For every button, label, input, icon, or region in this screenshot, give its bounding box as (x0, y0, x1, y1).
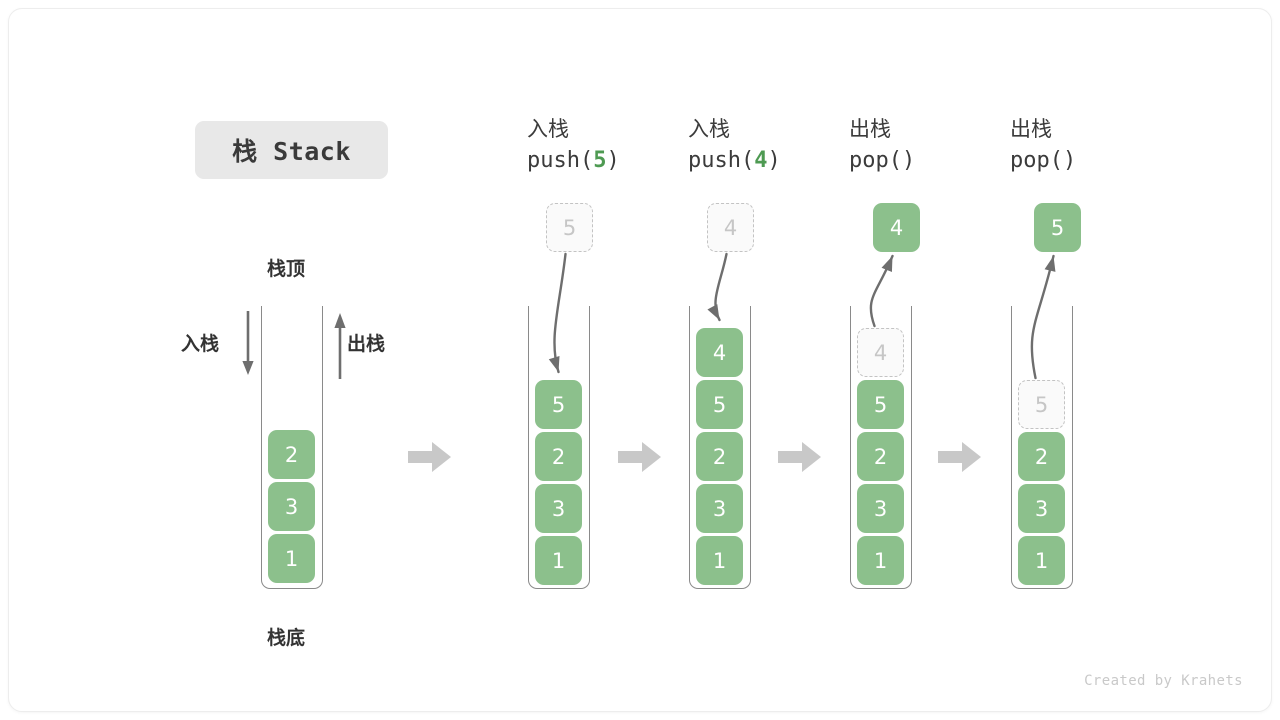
column-header-cn: 入栈 (688, 117, 730, 141)
stack-cell: 1 (1018, 536, 1065, 585)
column-header-cn: 出栈 (849, 117, 891, 141)
column-header-4: 出栈 pop() (1010, 115, 1200, 176)
stack-cell-ghost: 4 (857, 328, 904, 377)
code-suffix: ) (901, 147, 916, 173)
stack-cell-ghost: 5 (1018, 380, 1065, 429)
code-suffix: ) (1062, 147, 1077, 173)
stack-cell: 2 (857, 432, 904, 481)
code-argument: 5 (593, 147, 607, 173)
column-header-3: 出栈 pop() (849, 115, 1039, 176)
stack-cell: 1 (696, 536, 743, 585)
stack-top-label: 栈顶 (267, 258, 306, 280)
stack-cell: 1 (535, 536, 582, 585)
flow-arrow-icon-1 (408, 442, 451, 472)
stack-cell: 3 (1018, 484, 1065, 533)
column-header-2: 入栈 push(4) (688, 115, 878, 176)
flow-arrow-icon-2 (618, 442, 661, 472)
stack-cell: 2 (1018, 432, 1065, 481)
column-header-cn: 出栈 (1010, 117, 1052, 141)
stack-cell: 5 (857, 380, 904, 429)
popped-value-box: 5 (1034, 203, 1081, 252)
incoming-value-box: 4 (707, 203, 754, 252)
flow-arrow-icon-4 (938, 442, 981, 472)
stack-cell: 1 (857, 536, 904, 585)
pop-direction-arrow-icon (334, 313, 346, 379)
flow-arrow-icon-3 (778, 442, 821, 472)
stack-cell: 2 (696, 432, 743, 481)
code-suffix: ) (767, 147, 781, 173)
footer-credit: Created by Krahets (1084, 673, 1243, 689)
column-header-code: push(4) (688, 145, 878, 176)
stack-cell: 4 (696, 328, 743, 377)
code-prefix: pop( (1010, 147, 1063, 173)
code-argument: 4 (754, 147, 768, 173)
stack-cell: 3 (535, 484, 582, 533)
code-prefix: push( (527, 147, 594, 173)
stack-cell: 5 (535, 380, 582, 429)
stack-bottom-label: 栈底 (267, 627, 306, 649)
page-title-text: 栈 Stack (232, 137, 351, 166)
stack-cell: 2 (535, 432, 582, 481)
stack-cell: 5 (696, 380, 743, 429)
column-header-code: pop() (849, 145, 1039, 176)
pop-direction-label: 出栈 (347, 333, 386, 355)
stack-cell: 3 (696, 484, 743, 533)
code-prefix: push( (688, 147, 755, 173)
column-header-code: push(5) (527, 145, 717, 176)
page-title: 栈 Stack (195, 121, 388, 179)
stack-cell: 3 (857, 484, 904, 533)
incoming-value-box: 5 (546, 203, 593, 252)
stack-cell: 2 (268, 430, 315, 479)
popped-value-box: 4 (873, 203, 920, 252)
stack-cell: 3 (268, 482, 315, 531)
push-direction-label: 入栈 (181, 333, 220, 355)
column-header-cn: 入栈 (527, 117, 569, 141)
column-header-code: pop() (1010, 145, 1200, 176)
column-header-1: 入栈 push(5) (527, 115, 717, 176)
stack-cell: 1 (268, 534, 315, 583)
push-direction-arrow-icon (242, 311, 254, 375)
code-suffix: ) (606, 147, 620, 173)
code-prefix: pop( (849, 147, 902, 173)
